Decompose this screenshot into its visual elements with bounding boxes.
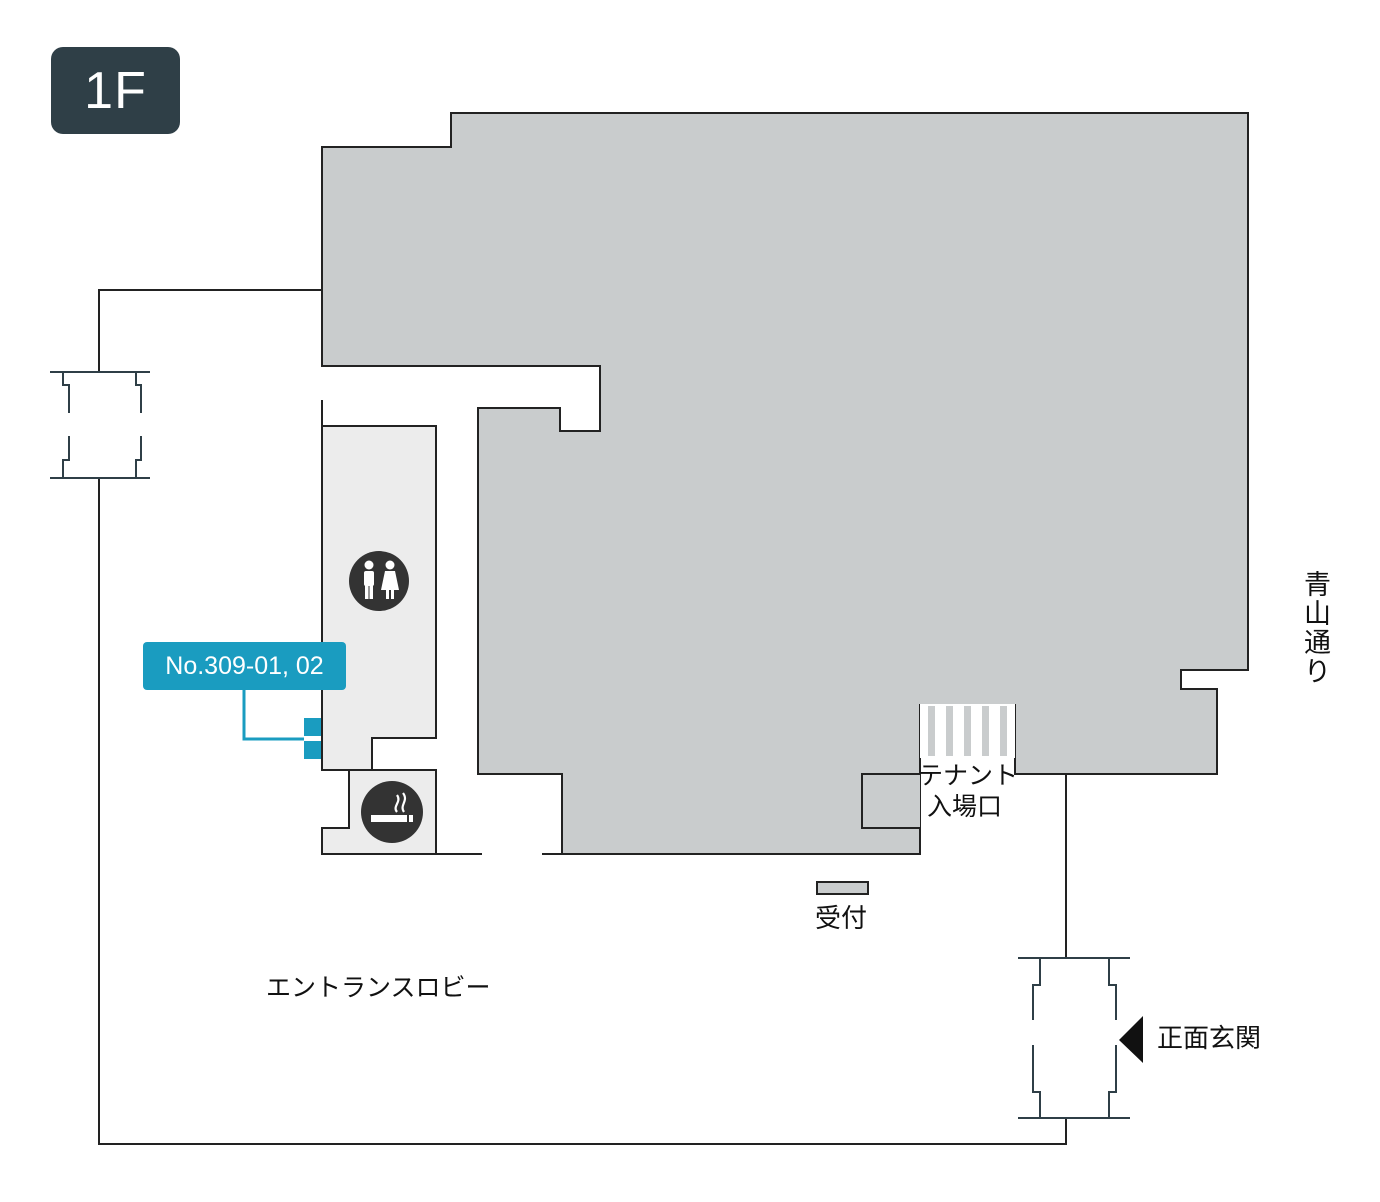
smoking-area-icon bbox=[361, 781, 423, 843]
restroom-icon bbox=[349, 551, 409, 611]
entrance-arrow-icon bbox=[1119, 1016, 1143, 1063]
tenant-area-lower bbox=[322, 113, 1248, 854]
tenant-area-right-edge bbox=[321, 112, 1249, 775]
restroom-core-wall bbox=[321, 400, 482, 855]
tenant-entrance-crosswalk bbox=[920, 704, 1015, 758]
tenant-entrance-label-1: テナント bbox=[918, 761, 1019, 790]
room-highlight[interactable] bbox=[242, 690, 321, 759]
room-number-tag[interactable]: No.309-01, 02 bbox=[143, 642, 346, 690]
restroom-core bbox=[322, 426, 436, 854]
west-entrance-door bbox=[50, 371, 150, 479]
reception-counter bbox=[816, 881, 869, 895]
tenant-entrance-label-2: 入場口 bbox=[927, 792, 1003, 821]
lobby-label: エントランスロビー bbox=[266, 973, 491, 1002]
building-outline-wall bbox=[98, 289, 322, 372]
reception-label: 受付 bbox=[815, 904, 868, 934]
main-entrance-label: 正面玄関 bbox=[1157, 1024, 1262, 1054]
main-entrance-door bbox=[1018, 957, 1130, 1119]
road-label: 青山通り bbox=[1304, 570, 1331, 689]
tenant-area-lower-edge bbox=[477, 408, 921, 855]
floor-badge: 1F bbox=[51, 47, 180, 134]
building-outline-wall-lower bbox=[98, 478, 1067, 1145]
